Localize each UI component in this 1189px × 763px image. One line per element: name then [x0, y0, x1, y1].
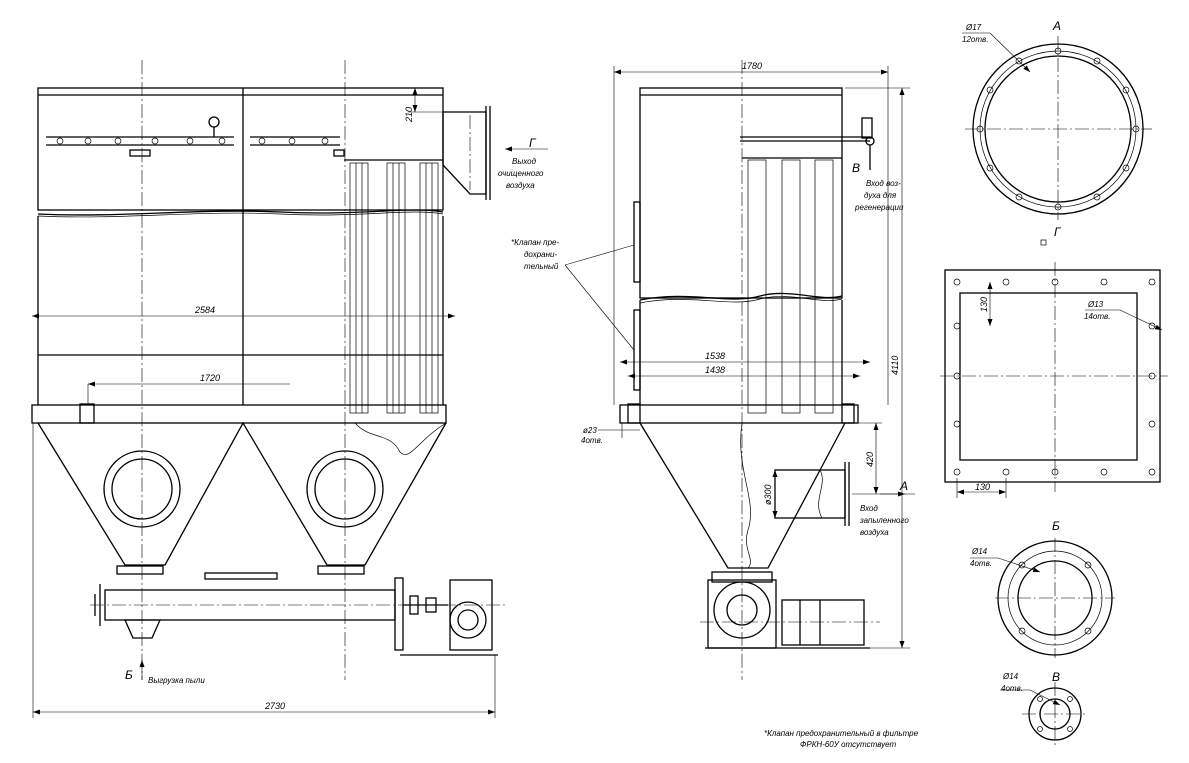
regen-label-1: Вход воз-: [866, 179, 901, 188]
gauge-icon: [208, 116, 220, 128]
detail-g-count: 14отв.: [1084, 312, 1110, 321]
front-view: [31, 60, 548, 718]
detail-b-title: Б: [1052, 519, 1060, 533]
detail-v-count: 4отв.: [1001, 684, 1023, 693]
dusty-inlet-label-3: воздуха: [860, 528, 889, 537]
detail-a-count: 12отв.: [962, 35, 988, 44]
safety-valve-label-1: *Клапан пре-: [511, 238, 559, 247]
dim-1780: 1780: [742, 61, 762, 71]
detail-b-count: 4отв.: [970, 559, 992, 568]
dim-d300: ø300: [763, 484, 773, 505]
detail-g-dim-130-bottom: 130: [975, 482, 990, 492]
outlet-label-3: воздуха: [506, 181, 535, 190]
outlet-label-1: Выход: [512, 157, 537, 166]
detail-v-title: В: [1052, 670, 1060, 684]
regen-label-2: духа для: [864, 191, 897, 200]
dusty-inlet-label-1: Вход: [860, 504, 878, 513]
nozzle-dots: [56, 137, 329, 145]
text-labels: 2584 1720 2730 210 Г Выход очищенного во…: [125, 19, 1110, 749]
detail-a-title: А: [1052, 19, 1061, 33]
detail-g-dim-130: 130: [979, 297, 989, 312]
safety-valve-label-3: тельный: [524, 262, 559, 271]
motor-front: [400, 579, 498, 656]
detail-v-hole: Ø14: [1002, 672, 1019, 681]
regen-label-3: регенерации: [854, 203, 904, 212]
filter-sleeves: [344, 159, 443, 414]
bolt-holes-a: [976, 47, 1140, 211]
safety-valve-label-2: дохрани-: [524, 250, 557, 259]
dim-anchor-hole: ø23: [583, 426, 597, 435]
dim-1720: 1720: [200, 373, 220, 383]
side-view: [564, 60, 915, 680]
dust-discharge-label: Выгрузка пыли: [148, 676, 205, 685]
dim-4110: 4110: [890, 356, 900, 375]
dim-420: 420: [865, 452, 875, 467]
view-letter-b-front: Б: [125, 668, 133, 682]
view-letter-a-side: А: [899, 479, 908, 493]
detail-view-b: [970, 538, 1115, 658]
dusty-inlet-label-2: запыленного: [859, 516, 909, 525]
view-letter-v-side: В: [852, 161, 860, 175]
dim-1438: 1438: [705, 365, 725, 375]
dim-2584: 2584: [194, 305, 215, 315]
detail-g-hole: Ø13: [1087, 300, 1104, 309]
view-letter-g-front: Г: [529, 136, 537, 150]
dim-210: 210: [404, 107, 414, 123]
detail-view-g: [940, 239, 1168, 498]
bolt-holes-g: [953, 278, 1156, 476]
detail-b-hole: Ø14: [971, 547, 988, 556]
detail-g-title: Г: [1054, 225, 1062, 239]
dim-anchor-count: 4отв.: [581, 436, 603, 445]
dim-2730: 2730: [264, 701, 285, 711]
detail-view-a: [962, 32, 1152, 220]
dim-1538: 1538: [705, 351, 725, 361]
footnote-line-2: ФРКН-60У отсутствует: [800, 740, 897, 749]
outlet-label-2: очищенного: [498, 169, 544, 178]
detail-view-v: [1000, 682, 1088, 746]
detail-a-hole: Ø17: [965, 23, 982, 32]
footnote-line-1: *Клапан предохранительный в фильтре: [764, 729, 919, 738]
